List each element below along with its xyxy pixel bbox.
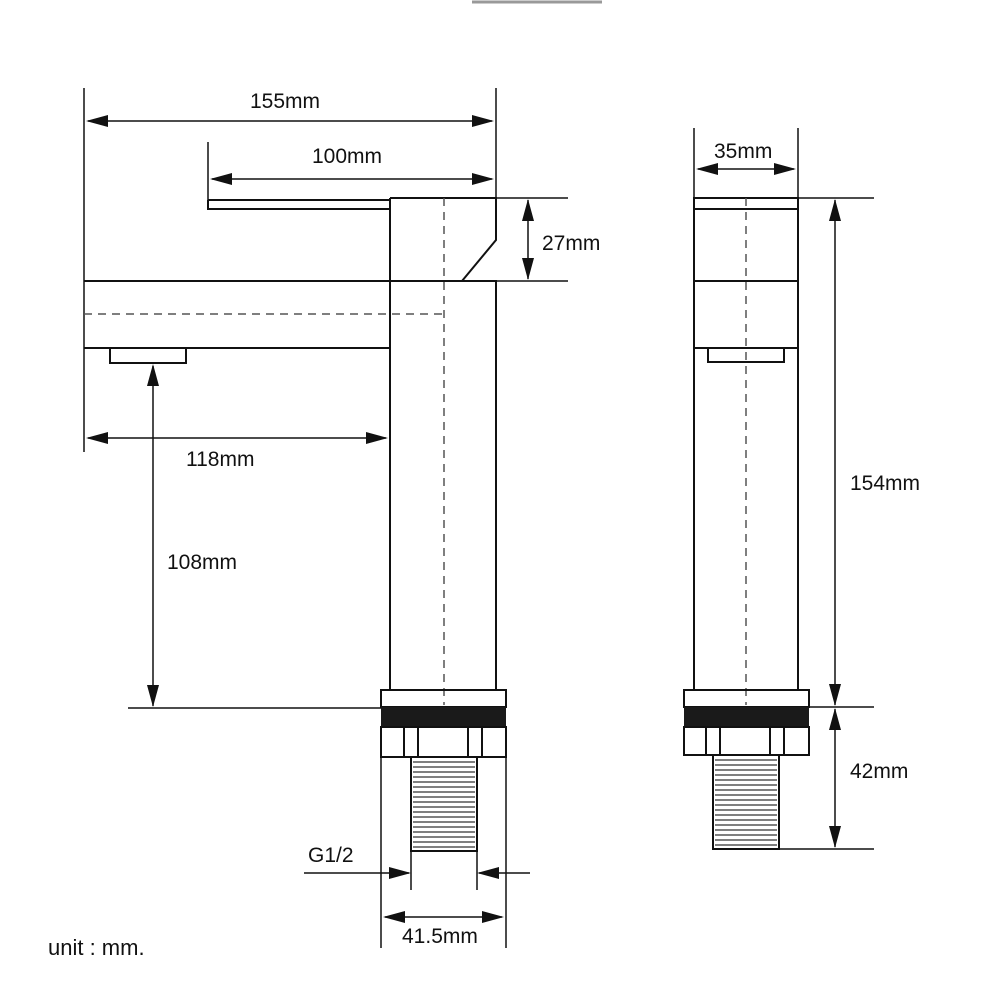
arrow-g12-right: [477, 867, 499, 879]
base-nut: [380, 726, 507, 758]
arrow-g12-left: [389, 867, 411, 879]
handle-lever: [207, 200, 390, 210]
label-100mm: 100mm: [312, 145, 382, 168]
label-108mm: 108mm: [167, 551, 237, 574]
label-g12: G1/2: [308, 844, 354, 867]
threaded-shank: [410, 756, 478, 852]
base-black-band: [381, 707, 506, 727]
side-base-nut: [683, 726, 810, 756]
arrow-41-5-left: [383, 911, 405, 923]
arrow-154-top: [829, 199, 841, 221]
arrow-154-bottom: [829, 684, 841, 706]
arrow-41-5-right: [482, 911, 504, 923]
arrow-155-right: [472, 115, 494, 127]
arrow-100-right: [472, 173, 494, 185]
arrow-100-left: [210, 173, 232, 185]
label-41-5mm: 41.5mm: [402, 925, 478, 948]
arrow-108-bottom: [147, 685, 159, 707]
aerator: [109, 347, 187, 364]
arrow-35-right: [774, 163, 796, 175]
label-155mm: 155mm: [250, 90, 320, 113]
side-base-black-band: [684, 707, 809, 727]
side-aerator: [707, 347, 785, 363]
arrow-27-top: [522, 199, 534, 221]
side-view: 35mm 154mm 42mm: [683, 128, 920, 850]
arrow-118-left: [86, 432, 108, 444]
arrow-42-bottom: [829, 826, 841, 848]
arrow-35-left: [696, 163, 718, 175]
label-42mm: 42mm: [850, 760, 908, 783]
arrow-118-right: [366, 432, 388, 444]
arrow-42-top: [829, 708, 841, 730]
arrow-27-bottom: [522, 258, 534, 280]
side-threaded-shank: [712, 754, 780, 850]
body-outline: [389, 197, 497, 691]
arrow-108-top: [147, 364, 159, 386]
label-154mm: 154mm: [850, 472, 920, 495]
front-view: 155mm 100mm 27mm 118mm 108mm G1/2 41.5mm: [83, 88, 600, 948]
label-118mm: 118mm: [186, 448, 254, 471]
arrow-155-left: [86, 115, 108, 127]
unit-note: unit : mm.: [48, 935, 145, 960]
label-35mm: 35mm: [714, 140, 772, 163]
label-27mm: 27mm: [542, 232, 600, 255]
